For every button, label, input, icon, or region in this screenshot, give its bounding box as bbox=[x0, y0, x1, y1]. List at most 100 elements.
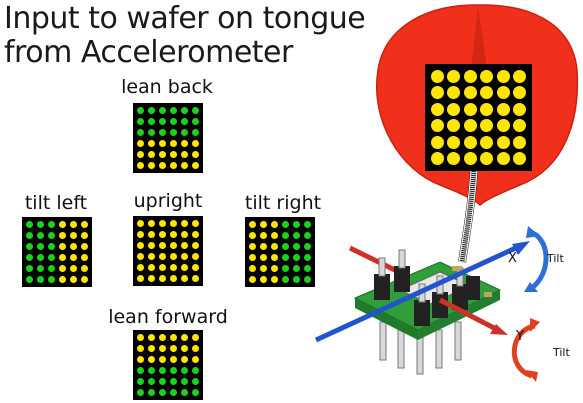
led-dot bbox=[430, 152, 444, 166]
led-dot bbox=[136, 333, 145, 342]
led-dot bbox=[136, 241, 145, 250]
led-dot bbox=[191, 117, 200, 126]
led-dot bbox=[281, 275, 290, 284]
led-dot bbox=[69, 242, 78, 251]
led-dot bbox=[447, 102, 461, 116]
led-dot bbox=[58, 275, 67, 284]
led-dot bbox=[147, 150, 156, 159]
led-dot bbox=[496, 69, 510, 83]
led-dot bbox=[136, 274, 145, 283]
led-dot bbox=[158, 274, 167, 283]
led-dot bbox=[191, 139, 200, 148]
x-axis-blue bbox=[314, 243, 522, 343]
led-dot bbox=[136, 355, 145, 364]
led-dot bbox=[513, 135, 527, 149]
led-dot bbox=[80, 220, 89, 229]
led-dot bbox=[191, 106, 200, 115]
led-dot bbox=[147, 161, 156, 170]
led-dot bbox=[270, 231, 279, 240]
led-dot bbox=[180, 355, 189, 364]
led-dot bbox=[136, 230, 145, 239]
led-dot bbox=[303, 220, 312, 229]
led-dot bbox=[169, 388, 178, 397]
led-dot bbox=[180, 161, 189, 170]
led-dot bbox=[158, 128, 167, 137]
led-dot bbox=[248, 264, 257, 273]
led-dot bbox=[180, 377, 189, 386]
led-dot bbox=[36, 220, 45, 229]
led-dot bbox=[47, 231, 56, 240]
led-dot bbox=[180, 263, 189, 272]
led-dot bbox=[136, 366, 145, 375]
led-dot bbox=[136, 219, 145, 228]
led-dot bbox=[513, 102, 527, 116]
led-dot bbox=[136, 161, 145, 170]
led-dot bbox=[58, 253, 67, 262]
led-dot bbox=[259, 242, 268, 251]
led-dot bbox=[191, 241, 200, 250]
led-dot bbox=[25, 231, 34, 240]
led-dot bbox=[80, 264, 89, 273]
led-dot bbox=[147, 274, 156, 283]
led-dot bbox=[158, 355, 167, 364]
led-dot bbox=[180, 252, 189, 261]
led-dot bbox=[25, 253, 34, 262]
led-dot bbox=[147, 333, 156, 342]
led-dot bbox=[147, 366, 156, 375]
x-axis-label: X bbox=[508, 251, 517, 266]
led-dot bbox=[158, 219, 167, 228]
x-tilt-arrow bbox=[528, 229, 549, 290]
led-dot bbox=[292, 275, 301, 284]
led-dot bbox=[47, 253, 56, 262]
led-dot bbox=[463, 119, 477, 133]
led-dot bbox=[447, 152, 461, 166]
led-dot bbox=[169, 150, 178, 159]
led-dot bbox=[169, 161, 178, 170]
led-dot bbox=[169, 344, 178, 353]
led-dot bbox=[480, 86, 494, 100]
led-dot bbox=[69, 264, 78, 273]
led-dot bbox=[69, 220, 78, 229]
led-dot bbox=[169, 219, 178, 228]
grid-lean-forward bbox=[133, 330, 203, 400]
led-dot bbox=[169, 333, 178, 342]
led-dot bbox=[180, 106, 189, 115]
led-dot bbox=[281, 253, 290, 262]
led-dot bbox=[180, 117, 189, 126]
tongue-wafer-grid bbox=[425, 64, 532, 171]
led-dot bbox=[447, 69, 461, 83]
led-dot bbox=[147, 344, 156, 353]
led-dot bbox=[180, 230, 189, 239]
led-dot bbox=[180, 241, 189, 250]
led-dot bbox=[158, 252, 167, 261]
led-dot bbox=[158, 263, 167, 272]
y-axis-red-front bbox=[438, 297, 500, 333]
led-dot bbox=[191, 333, 200, 342]
title-line-1: Input to wafer on tongue bbox=[4, 1, 366, 36]
led-dot bbox=[447, 86, 461, 100]
led-dot bbox=[430, 135, 444, 149]
led-dot bbox=[69, 253, 78, 262]
led-dot bbox=[191, 344, 200, 353]
led-dot bbox=[270, 275, 279, 284]
led-dot bbox=[191, 366, 200, 375]
led-dot bbox=[147, 106, 156, 115]
led-dot bbox=[513, 152, 527, 166]
led-dot bbox=[292, 253, 301, 262]
led-dot bbox=[47, 242, 56, 251]
led-dot bbox=[281, 242, 290, 251]
led-dot bbox=[69, 275, 78, 284]
led-dot bbox=[58, 231, 67, 240]
led-dot bbox=[136, 252, 145, 261]
led-dot bbox=[259, 220, 268, 229]
led-dot bbox=[147, 263, 156, 272]
led-dot bbox=[169, 366, 178, 375]
led-dot bbox=[136, 139, 145, 148]
led-dot bbox=[158, 377, 167, 386]
led-dot bbox=[36, 253, 45, 262]
led-dot bbox=[480, 152, 494, 166]
led-dot bbox=[303, 275, 312, 284]
led-dot bbox=[169, 274, 178, 283]
led-dot bbox=[303, 264, 312, 273]
